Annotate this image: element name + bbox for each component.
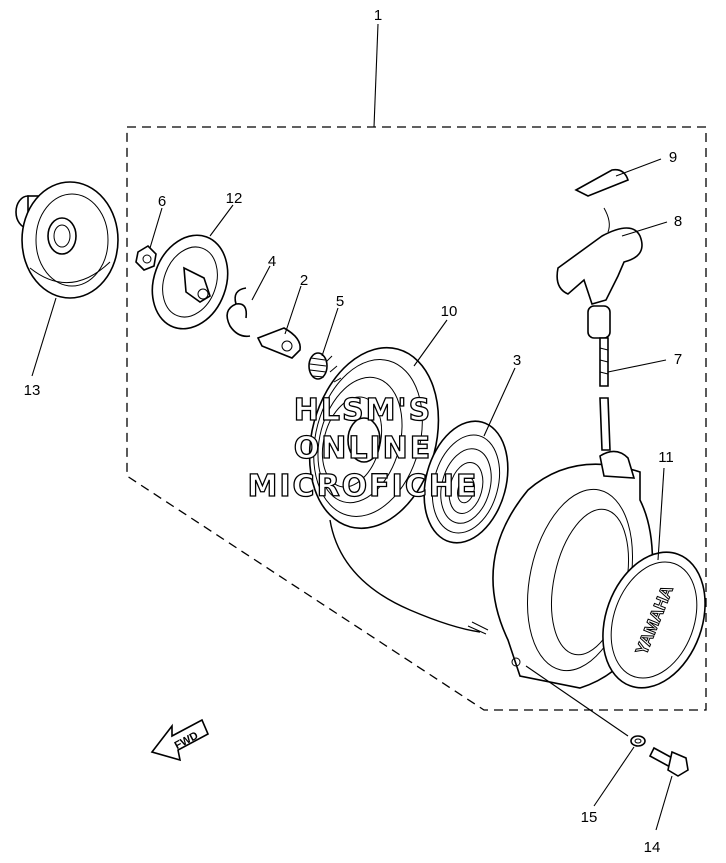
callout-13: 13: [24, 382, 41, 399]
callout-3: 3: [513, 352, 521, 369]
callout-4: 4: [268, 253, 276, 270]
callout-2: 2: [300, 272, 308, 289]
part-9-grip-cap: [574, 168, 629, 197]
callout-5: 5: [336, 293, 344, 310]
forward-direction-arrow: FWD: [150, 718, 210, 762]
part-7-starter-rope: [599, 337, 611, 451]
watermark-line-1: HLSM'S: [294, 393, 432, 428]
callout-12: 12: [226, 190, 243, 207]
callout-9: 9: [669, 149, 677, 166]
part-8-starter-handle: [556, 207, 643, 339]
callout-14: 14: [644, 839, 661, 856]
callout-8: 8: [674, 213, 682, 230]
callout-11: 11: [658, 449, 674, 466]
leader-lines: [31, 23, 673, 831]
starter-rope-loop: [329, 519, 481, 633]
watermark-line-3: MICROFICHE: [248, 469, 479, 504]
assembly-boundary-dashed: [126, 126, 707, 711]
part-5-pawl-spring: [308, 352, 328, 380]
part-3-spiral-spring: [423, 420, 509, 544]
callout-10: 10: [441, 303, 458, 320]
callout-7: 7: [674, 351, 682, 368]
part-15-washer: [630, 735, 646, 747]
part-4-clip-spring: [226, 287, 251, 338]
part-6-nut: [135, 244, 157, 271]
callout-6: 6: [158, 193, 166, 210]
part-2-pawl: [256, 327, 301, 359]
part-10-sheave-drum: [308, 346, 440, 530]
callout-1: 1: [374, 7, 382, 24]
part-14-bolt: [648, 746, 689, 777]
watermark: HLSM'S ONLINE MICROFICHE: [247, 392, 479, 504]
part-12-drive-plate: [151, 234, 229, 330]
part-11-emblem-plate: YAMAHA: [602, 551, 706, 689]
callout-15: 15: [581, 809, 598, 826]
watermark-line-2: ONLINE: [294, 431, 433, 466]
part-13-starter-pulley: [15, 181, 119, 299]
